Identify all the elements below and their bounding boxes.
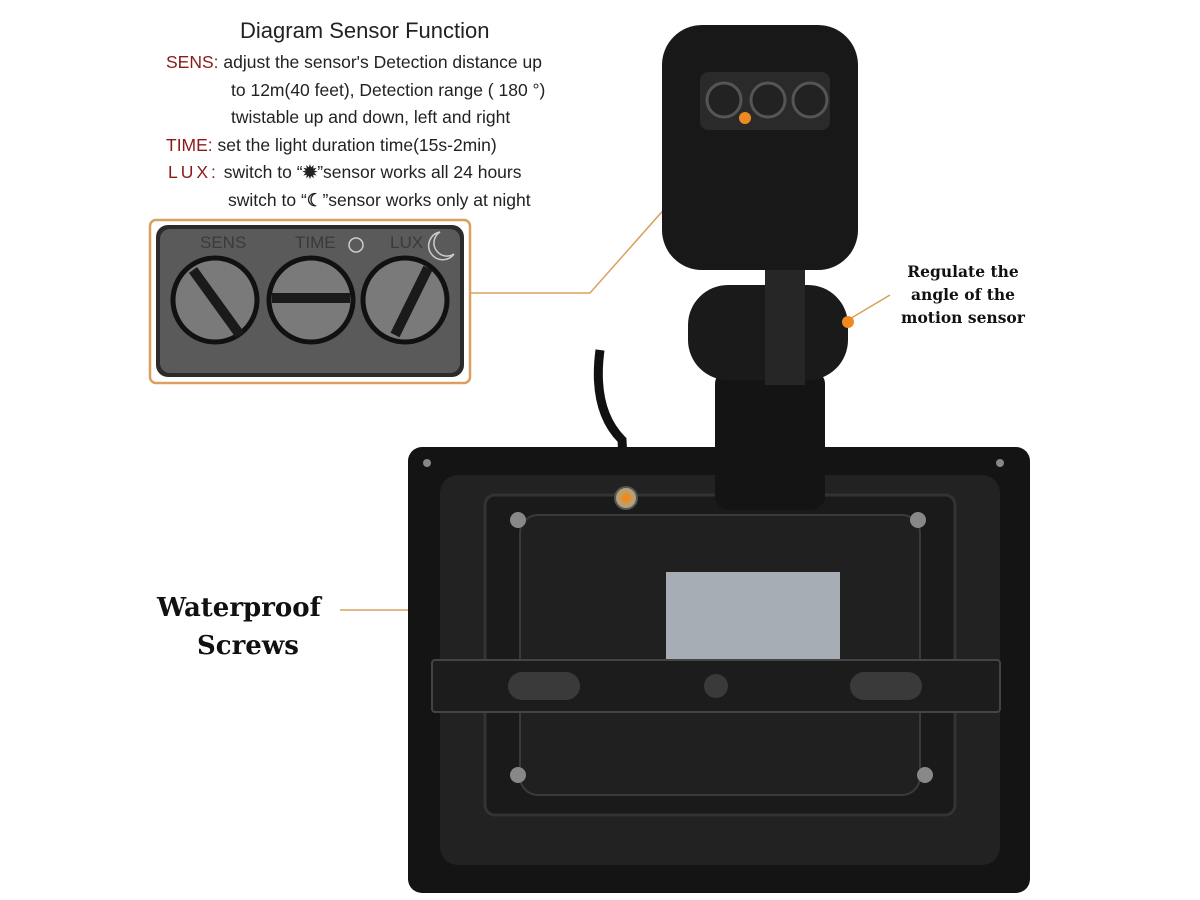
sens-text-3: twistable up and down, left and right	[231, 107, 511, 127]
diagram-title: Diagram Sensor Function	[240, 18, 490, 43]
floodlight-body	[408, 447, 1030, 893]
time-line: TIME: set the light duration time(15s-2m…	[166, 135, 497, 156]
dial-label-time: TIME	[295, 233, 336, 252]
sens-dial	[170, 255, 260, 345]
sens-line-1: SENS: adjust the sensor's Detection dist…	[166, 52, 542, 73]
moon-icon: ☾	[306, 190, 323, 210]
dial-inset: SENS TIME LUX	[148, 218, 472, 385]
waterproof-callout-1: Waterproof	[157, 593, 321, 623]
waterproof-callout-2: Screws	[197, 631, 299, 661]
time-key: TIME:	[166, 135, 213, 155]
moon-icon	[427, 231, 455, 261]
lux-line-1: LUX: switch to “✹”sensor works all 24 ho…	[168, 162, 521, 183]
dial-label-sens: SENS	[200, 233, 246, 252]
dial-label-lux: LUX	[390, 233, 423, 252]
sun-icon	[348, 237, 364, 253]
lux-text-2b: ”sensor works only at night	[322, 190, 531, 210]
label-sticker	[666, 572, 840, 660]
sun-icon: ✹	[302, 162, 318, 182]
power-cable	[593, 349, 630, 496]
sens-text-1: adjust the sensor's Detection distance u…	[223, 52, 542, 72]
motion-sensor	[662, 25, 858, 510]
lux-key: LUX:	[168, 162, 219, 182]
lux-text-2a: switch to “	[228, 190, 307, 210]
lux-line-2: switch to “☾”sensor works only at night	[228, 190, 531, 211]
sens-text-2: to 12m(40 feet), Detection range ( 180 °…	[231, 80, 546, 100]
time-text: set the light duration time(15s-2min)	[217, 135, 497, 155]
regulate-callout-1: Regulate the	[907, 262, 1019, 281]
sens-key: SENS:	[166, 52, 219, 72]
regulate-callout-3: motion sensor	[901, 308, 1025, 327]
lux-text-1a: switch to “	[223, 162, 303, 182]
lux-dial	[360, 255, 450, 345]
leader-line-regulate	[847, 294, 891, 321]
time-dial	[266, 255, 356, 345]
panel-screws	[423, 459, 1004, 783]
regulate-callout-2: angle of the	[911, 285, 1015, 304]
lux-text-1b: ”sensor works all 24 hours	[317, 162, 522, 182]
